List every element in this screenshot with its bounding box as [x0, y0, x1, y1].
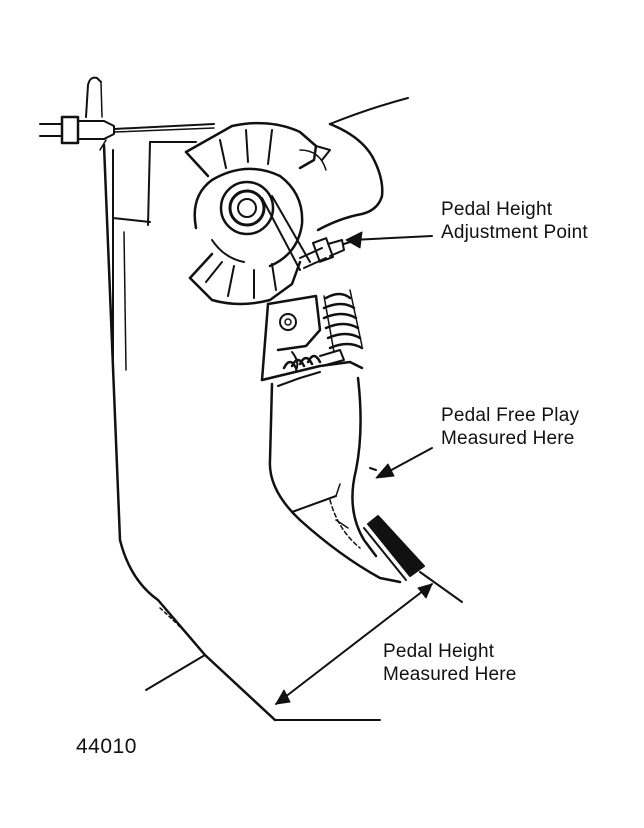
label-line: Measured Here: [441, 428, 575, 449]
pedal-arm: [268, 376, 402, 584]
label-line: Pedal Height: [383, 641, 495, 662]
label-pedal-height-adjustment: Pedal Height Adjustment Point: [441, 198, 588, 244]
label-pedal-free-play: Pedal Free Play Measured Here: [441, 404, 579, 450]
pedal-height-adjuster: [261, 195, 351, 271]
arrow-height-measured: [275, 571, 463, 705]
arrow-free-play: [375, 447, 433, 479]
free-play-indicators: [291, 467, 377, 513]
arrow-height-adjustment: [345, 231, 433, 249]
firewall-panel: [112, 97, 409, 371]
label-line: Measured Here: [383, 664, 517, 685]
cable-assembly: [39, 76, 215, 151]
pedal-pad: [363, 515, 425, 581]
pedal-clevis: [260, 294, 364, 387]
switch-spring: [282, 349, 345, 370]
figure-number: 44010: [76, 735, 137, 758]
self-adjuster-quadrant: [184, 121, 331, 306]
label-pedal-height-measured: Pedal Height Measured Here: [383, 640, 517, 686]
return-spring: [322, 289, 364, 353]
label-line: Pedal Height: [441, 199, 553, 220]
label-line: Pedal Free Play: [441, 405, 580, 426]
label-line: Adjustment Point: [441, 222, 588, 243]
pedal-bracket: [102, 143, 381, 722]
